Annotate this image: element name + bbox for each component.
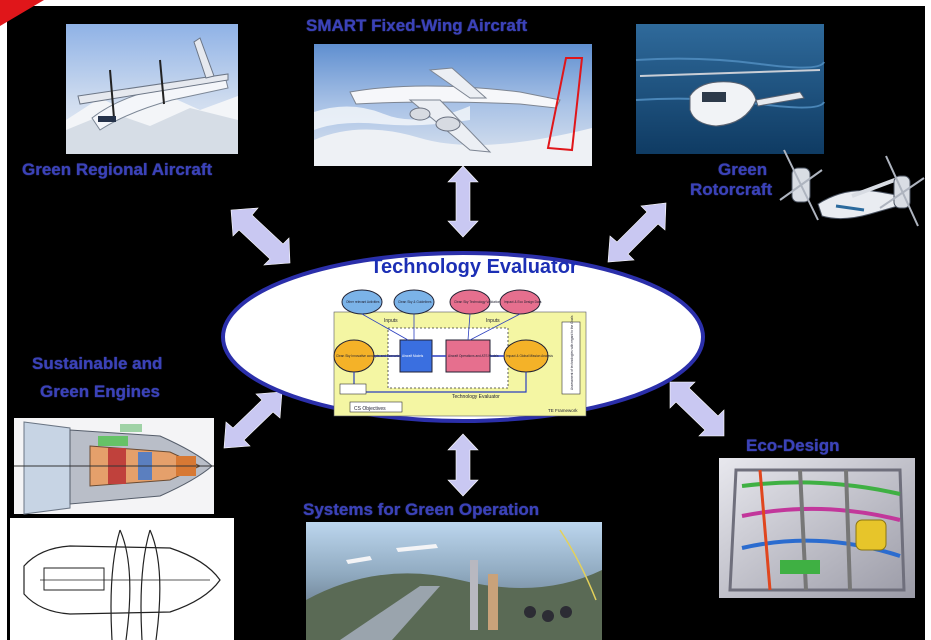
fc-side-text: Assessment of technologies with regard t… xyxy=(570,315,574,390)
arrow-bottom-right xyxy=(669,381,725,437)
photo-green-regional-aircraft xyxy=(66,24,238,154)
arrow-top xyxy=(447,165,479,238)
photo-green-operations xyxy=(306,522,602,640)
photo-smart-fixed-wing-aircraft xyxy=(314,44,592,166)
arrow-bottom xyxy=(447,433,479,497)
arrow-top-right xyxy=(607,202,667,263)
fc-input-1: Other relevant Activities xyxy=(346,300,380,304)
te-flowchart: Inputs Inputs Other relevant Activities … xyxy=(333,289,587,417)
fc-block-3: Aircraft Operations and ATS Models xyxy=(448,354,499,358)
connector-arrows xyxy=(223,165,725,497)
photo-green-rotorcraft xyxy=(635,24,825,154)
fc-input-4: Impact & Eco Design Data xyxy=(504,300,542,304)
label-sge-1: Sustainable and xyxy=(32,354,163,373)
label-green-rotorcraft-1: Green xyxy=(718,160,768,179)
fc-objectives-label: CS Objectives xyxy=(354,406,386,412)
label-green-regional: Green Regional Aircraft xyxy=(22,160,213,179)
arrow-bottom-left xyxy=(223,391,283,449)
photo-open-rotor-drawing xyxy=(10,518,234,640)
technology-evaluator-title: Technology Evaluator xyxy=(370,256,578,278)
fc-block-2: Aircraft Models xyxy=(402,354,424,358)
label-sge-2: Green Engines xyxy=(40,382,160,401)
photo-eco-design-cad xyxy=(719,458,915,598)
tiltrotor-illustration xyxy=(779,149,925,227)
arrow-top-left xyxy=(230,207,291,266)
fc-footer: TE Framework xyxy=(548,408,578,413)
corner-mark xyxy=(0,0,44,26)
fc-inputs-label-right: Inputs xyxy=(486,318,500,324)
fc-block-1: Clean Sky Innovative concepts and Scenar… xyxy=(336,354,401,358)
fc-inputs-label-left: Inputs xyxy=(384,318,398,324)
fc-input-3: Clean Sky Technology Validation xyxy=(454,300,500,304)
label-smart-fixed-wing: SMART Fixed-Wing Aircraft xyxy=(306,16,528,35)
fc-input-2: Clean Sky & Guidelines xyxy=(398,300,432,304)
label-systems-green-operation: Systems for Green Operation xyxy=(303,500,540,519)
label-green-rotorcraft-2: Rotorcraft xyxy=(690,180,773,199)
label-eco-design: Eco-Design xyxy=(746,436,840,455)
fc-block-4: Impact & Global Mission Analysis xyxy=(506,354,553,358)
photo-engine-cutaway xyxy=(14,418,214,515)
fc-loop-label: Technology Evaluator xyxy=(452,394,500,400)
